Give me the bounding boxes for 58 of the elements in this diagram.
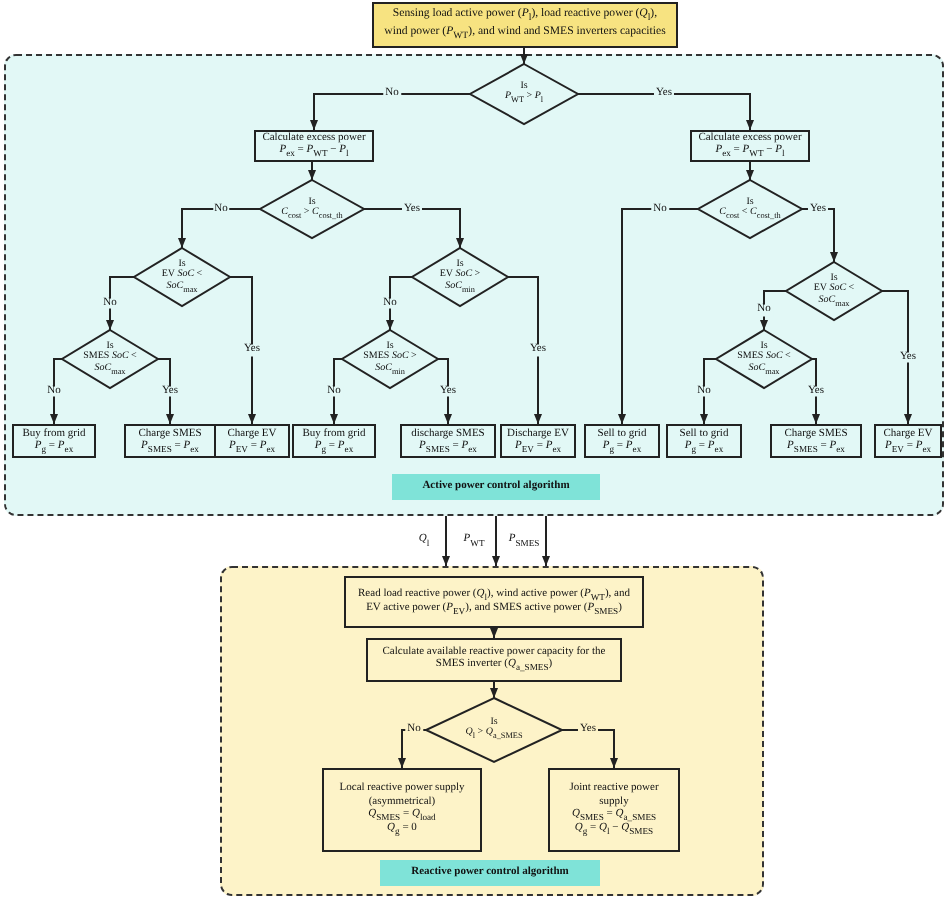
arrow: [310, 93, 471, 131]
process-box: [584, 424, 660, 458]
process-box: [292, 424, 376, 458]
arrow: [363, 208, 464, 249]
process-box: [874, 424, 942, 458]
dashed-region: [220, 566, 764, 896]
arrow: [700, 358, 717, 425]
arrow: [178, 208, 261, 249]
decision-diamond: [786, 262, 882, 320]
section-label: [380, 860, 600, 886]
arrow: [811, 358, 820, 425]
decision-diamond: [134, 248, 230, 306]
decision-diamond: [470, 64, 578, 124]
arrow: [542, 515, 550, 567]
process-box: [500, 424, 576, 458]
arrow: [618, 208, 699, 425]
process-box: [400, 424, 496, 458]
arrow: [520, 47, 528, 65]
process-box: [690, 130, 810, 162]
arrow: [50, 358, 63, 425]
arrow: [308, 161, 316, 181]
input-box: [372, 2, 678, 48]
arrow: [490, 627, 498, 639]
arrow: [229, 276, 256, 425]
arrow: [492, 515, 500, 567]
process-box: [254, 130, 374, 162]
decision-diamond: [426, 698, 562, 762]
process-box: [344, 576, 644, 628]
arrow: [386, 276, 413, 331]
arrow: [746, 161, 754, 181]
dashed-region: [4, 54, 944, 516]
process-box: [322, 768, 482, 852]
arrow: [507, 276, 542, 425]
arrow: [577, 93, 754, 131]
process-box: [366, 638, 622, 682]
process-box: [770, 424, 862, 458]
section-label: [392, 474, 600, 500]
process-box: [12, 424, 96, 458]
decision-diamond: [260, 180, 364, 238]
arrow: [801, 208, 838, 263]
arrow: [106, 276, 135, 331]
decision-diamond: [62, 330, 158, 388]
arrow: [157, 358, 174, 425]
process-box: [548, 768, 680, 852]
process-box: [666, 424, 742, 458]
arrow: [561, 729, 618, 769]
arrow: [437, 358, 452, 425]
arrow: [760, 290, 787, 331]
arrow: [330, 358, 343, 425]
decision-diamond: [342, 330, 438, 388]
process-box: [124, 424, 216, 458]
decision-diamond: [716, 330, 812, 388]
decision-diamond: [698, 180, 802, 238]
decision-diamond: [412, 248, 508, 306]
process-box: [214, 424, 290, 458]
arrow: [490, 681, 498, 699]
arrow: [881, 290, 912, 425]
arrow: [442, 515, 450, 567]
